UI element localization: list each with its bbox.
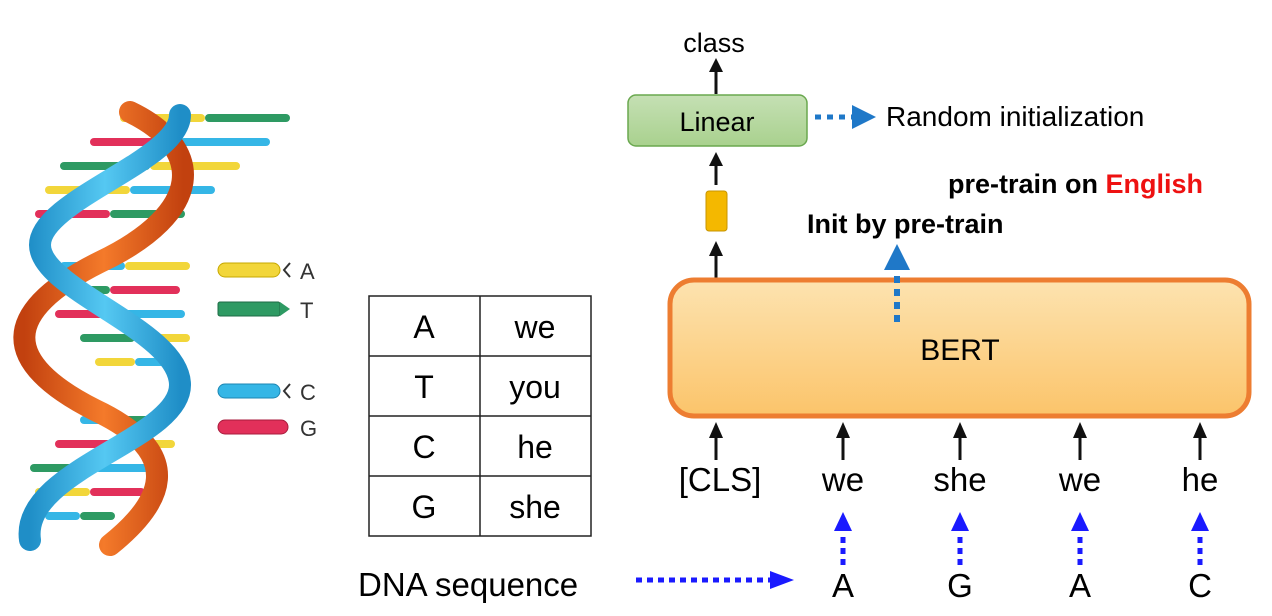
helix-base xyxy=(95,358,135,366)
legend-letter-a: A xyxy=(300,259,315,284)
dna-helix-illustration xyxy=(13,101,290,556)
legend-letter-g: G xyxy=(300,416,317,441)
legend-swatch-c xyxy=(217,383,281,399)
linear-layer-box xyxy=(627,94,808,147)
table-cell-base: G xyxy=(412,489,437,525)
table-cell-word: we xyxy=(514,309,556,345)
arrowhead xyxy=(709,152,723,166)
cls-output-vector xyxy=(705,190,728,232)
helix-base xyxy=(180,138,270,146)
table-cell-word: she xyxy=(509,489,561,525)
bert-label: BERT xyxy=(920,334,999,367)
random-init-note: Random initialization xyxy=(886,101,1144,132)
dna-sequence-label: DNA sequence xyxy=(358,566,578,603)
table-cell-base: C xyxy=(412,429,435,465)
helix-base xyxy=(205,114,290,122)
arrowhead xyxy=(709,422,723,438)
table-cell-word: he xyxy=(517,429,553,465)
arrow-up-icon xyxy=(884,244,910,270)
legend-item-g: G xyxy=(217,416,317,441)
legend-swatch-a xyxy=(217,262,281,278)
input-token: he xyxy=(1182,461,1219,498)
base-legend: A T C G xyxy=(217,259,317,441)
arrowhead xyxy=(953,422,967,438)
table-cell-base: A xyxy=(413,309,435,345)
legend-swatch-g xyxy=(217,419,289,435)
input-token: we xyxy=(821,461,864,498)
helix-base xyxy=(90,488,145,496)
legend-item-a: A xyxy=(217,259,315,284)
arrow-up-icon xyxy=(834,512,852,531)
arrowhead xyxy=(709,58,723,72)
base-word-mapping-table: A we T you C he G she xyxy=(368,295,592,537)
cls-token: [CLS] xyxy=(679,461,762,498)
legend-letter-c: C xyxy=(300,380,316,405)
arrowhead xyxy=(1193,422,1207,438)
helix-base xyxy=(125,262,190,270)
helix-strand-blue xyxy=(18,104,192,551)
legend-item-c: C xyxy=(217,380,316,405)
helix-base xyxy=(95,464,160,472)
arrowhead xyxy=(836,422,850,438)
arrowhead xyxy=(709,241,723,256)
dna-base-letter: G xyxy=(947,567,973,604)
input-token: we xyxy=(1058,461,1101,498)
bert-model-box xyxy=(667,277,1252,419)
helix-base xyxy=(80,334,135,342)
pretrain-language-note: pre-train on English xyxy=(948,169,1203,199)
helix-base xyxy=(150,162,240,170)
pretrain-note-prefix: pre-train on xyxy=(948,169,1106,199)
chevron-left-icon xyxy=(282,262,291,278)
model-architecture: class Linear Random initialization pre-t… xyxy=(627,28,1252,419)
output-class-label: class xyxy=(683,28,745,58)
arrow-up-icon xyxy=(1071,512,1089,531)
legend-swatch-t xyxy=(217,301,281,317)
init-by-pretrain-note: Init by pre-train xyxy=(807,209,1004,239)
helix-base xyxy=(80,512,115,520)
input-token: she xyxy=(933,461,986,498)
arrow-right-icon xyxy=(770,571,794,589)
helix-base xyxy=(110,286,180,294)
arrow-right-icon xyxy=(280,302,290,316)
linear-layer-label: Linear xyxy=(679,107,754,137)
dna-base-letter: C xyxy=(1188,567,1212,604)
dna-base-letter: A xyxy=(1069,567,1091,604)
pretrain-note-language: English xyxy=(1106,169,1204,199)
arrow-right-icon xyxy=(852,105,876,129)
dna-sequence-row: DNA sequence xyxy=(358,566,794,603)
chevron-left-icon xyxy=(282,383,291,399)
helix-strand-orange xyxy=(13,101,194,556)
table-cell-base: T xyxy=(414,369,434,405)
helix-base xyxy=(45,512,80,520)
arrowhead xyxy=(1073,422,1087,438)
arrow-up-icon xyxy=(1191,512,1209,531)
legend-item-t: T xyxy=(217,298,313,323)
dna-base-letter: A xyxy=(832,567,854,604)
input-tokens: [CLS] we she we heA G A C xyxy=(679,422,1219,604)
table-cell-word: you xyxy=(509,369,561,405)
arrow-up-icon xyxy=(951,512,969,531)
legend-letter-t: T xyxy=(300,298,313,323)
